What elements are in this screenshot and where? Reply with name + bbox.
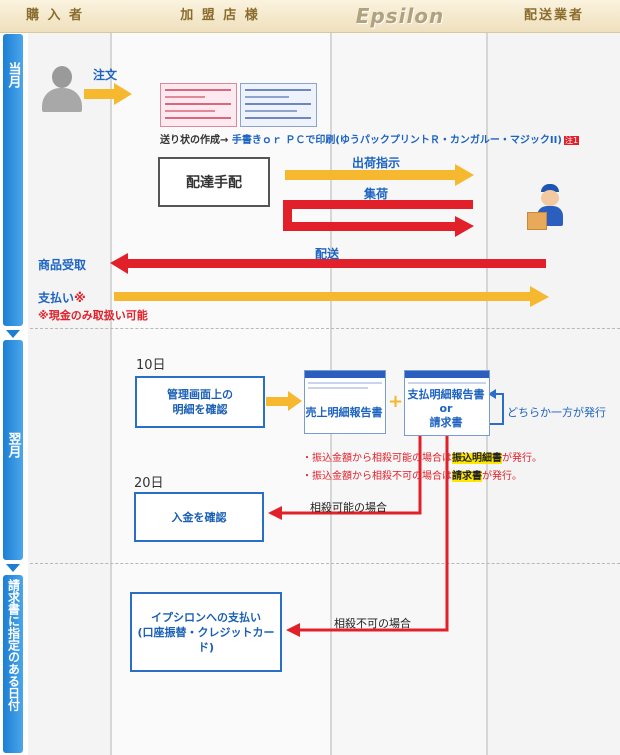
buyer-person-icon: [42, 66, 82, 112]
sales-report-window: [304, 370, 386, 434]
pickup-arrow: [283, 200, 473, 209]
note1-prefix: ・振込金額から相殺可能の場合は: [302, 453, 452, 464]
either-issued-label: どちらか一方が発行: [507, 406, 606, 419]
pickup-arrow-head: [455, 216, 474, 237]
body-shape: [42, 88, 82, 112]
payment-label: 支払い※: [38, 289, 86, 306]
epsilon-logo: Epsilon: [355, 4, 445, 28]
ship-instruction-label: 出荷指示: [352, 156, 401, 170]
pay-epsilon-line2: (口座振替・クレジットカード): [137, 625, 275, 654]
note2: ・振込金額から相殺不可の場合は請求書が発行。: [302, 467, 522, 482]
invoice-doc-text: 請求書: [429, 416, 463, 429]
column-buyer: 購 入 者: [25, 8, 85, 23]
confirm-deposit-box: 入金を確認: [134, 492, 264, 542]
payment-report-text: 支払明細報告書: [407, 388, 485, 401]
period-divider: [30, 328, 620, 329]
note1: ・振込金額から相殺可能の場合は振込明細書が発行。: [302, 449, 542, 464]
column-carrier: 配送業者: [523, 8, 584, 23]
period-next-label: 翌月: [3, 432, 23, 462]
check-to-report-arrow: [266, 397, 290, 406]
pickup-arrow: [283, 200, 292, 231]
payment-report-window: [404, 370, 490, 436]
note2-highlight: 請求書: [452, 471, 482, 482]
header-bar: 購 入 者 加 盟 店 様 Epsilon 配送業者: [0, 0, 620, 33]
chevron-down-icon: [6, 330, 20, 338]
window-titlebar: [305, 371, 385, 378]
note1-highlight: 振込明細書: [452, 453, 502, 464]
check-detail-line2: 明細を確認: [172, 403, 228, 416]
offset-impossible-arrow-head: [286, 623, 300, 637]
note1-suffix: が発行。: [502, 453, 542, 464]
note-badge: 注1: [563, 136, 580, 145]
period-current-tab: 当月: [3, 34, 23, 326]
payment-arrow-head: [530, 286, 549, 307]
order-arrow: [84, 89, 116, 99]
column-merchant: 加 盟 店 様: [180, 8, 260, 23]
period-invoice-label: 請求書に指定のある日付: [3, 579, 23, 715]
payment-report-label: 支払明細報告書 or 請求書: [400, 388, 492, 430]
delivery-person-icon: [527, 184, 567, 230]
pay-epsilon-line1: イプシロンへの支払い: [151, 610, 261, 624]
day20-label: 20日: [134, 476, 164, 491]
slip-prefix: 送り状の作成→: [160, 135, 232, 146]
payment-mark: ※: [74, 291, 86, 305]
window-titlebar: [405, 371, 489, 378]
buyer-lane: [28, 33, 110, 755]
or-text: or: [439, 402, 453, 415]
offset-possible-label: 相殺可能の場合: [310, 501, 387, 514]
period-next-tab: 翌月: [3, 340, 23, 560]
order-arrow-head: [114, 83, 132, 105]
shipping-slip-image: [240, 83, 317, 127]
slip-method: 手書きｏｒ ＰＣで印刷(ゆうパックプリントＲ・カンガルー・マジックII): [231, 135, 562, 146]
note2-suffix: が発行。: [482, 471, 522, 482]
period-divider: [30, 563, 620, 564]
period-next-text: 翌月: [5, 432, 21, 458]
check-to-report-arrow-head: [288, 391, 302, 411]
pickup-label: 集荷: [364, 187, 389, 201]
delivery-arrow-head: [110, 253, 128, 274]
period-chevrons: [6, 330, 20, 572]
offset-impossible-arrow: [298, 435, 449, 632]
delivery-arrow: [126, 259, 546, 268]
either-bracket-head: [488, 389, 496, 399]
order-label: 注文: [93, 68, 118, 82]
sales-report-label: 売上明細報告書: [305, 406, 383, 419]
ship-instruction-arrow-head: [455, 164, 474, 186]
package-shape: [527, 212, 547, 230]
pickup-arrow: [283, 222, 457, 231]
offset-impossible-label: 相殺不可の場合: [334, 617, 411, 630]
period-current-label: 当月: [3, 62, 23, 92]
check-detail-box: 管理画面上の 明細を確認: [135, 376, 265, 428]
check-detail-line1: 管理画面上の: [167, 388, 233, 401]
ship-instruction-arrow: [285, 170, 457, 180]
payment-text: 支払い: [38, 291, 75, 305]
carrier-lane: [488, 33, 620, 755]
chevron-down-icon: [6, 564, 20, 572]
lane-divider: [110, 33, 112, 755]
slip-creation-line: 送り状の作成→ 手書きｏｒ ＰＣで印刷(ゆうパックプリントＲ・カンガルー・マジッ…: [160, 131, 580, 146]
day10-label: 10日: [136, 358, 166, 373]
head-shape: [52, 66, 72, 88]
shipping-slip-image: [160, 83, 237, 127]
period-current-text: 当月: [5, 62, 21, 88]
plus-icon: +: [388, 391, 404, 412]
payment-arrow: [114, 292, 532, 301]
delivery-arrange-box: 配達手配: [158, 157, 270, 207]
offset-possible-arrow-head: [268, 506, 282, 520]
cap-shape: [541, 184, 559, 192]
head-shape: [541, 190, 559, 206]
receive-goods-label: 商品受取: [38, 258, 87, 272]
delivery-label: 配送: [315, 247, 340, 261]
offset-possible-arrow: [280, 435, 422, 515]
cash-only-note: ※現金のみ取扱い可能: [38, 309, 148, 322]
pay-epsilon-box: イプシロンへの支払い (口座振替・クレジットカード): [130, 592, 282, 672]
period-invoice-text: 請求書に指定のある日付: [6, 579, 21, 711]
note2-prefix: ・振込金額から相殺不可の場合は: [302, 471, 452, 482]
period-invoice-tab: 請求書に指定のある日付: [3, 575, 23, 753]
